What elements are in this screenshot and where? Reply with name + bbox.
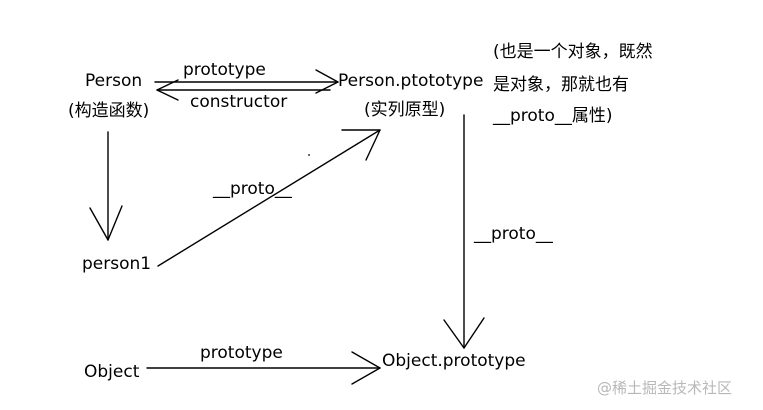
edge-label-prototype-bottom: prototype bbox=[200, 343, 283, 363]
arrow-constructor bbox=[156, 79, 331, 101]
note-line-1: (也是一个对象，既然 bbox=[493, 42, 653, 62]
arrow-prototype-bottom bbox=[146, 351, 381, 385]
node-person-prototype-subtitle: (实列原型) bbox=[364, 100, 446, 120]
watermark: @稀土掘金技术社区 bbox=[597, 379, 733, 397]
edge-label-constructor: constructor bbox=[190, 92, 288, 112]
stray-dot bbox=[308, 154, 310, 156]
node-person-prototype: Person.ptototype bbox=[338, 71, 484, 91]
arrow-person-to-person1 bbox=[89, 131, 123, 241]
note-line-2: 是对象，那就也有 bbox=[493, 75, 629, 95]
node-person-subtitle: (构造函数) bbox=[68, 101, 150, 121]
node-object-prototype: Object.prototype bbox=[382, 351, 526, 371]
edge-label-proto-vertical: __proto__ bbox=[474, 224, 553, 244]
note-line-3: __proto__属性) bbox=[493, 106, 613, 126]
edge-label-prototype-top: prototype bbox=[183, 60, 266, 80]
arrow-prototype-to-object-prototype bbox=[443, 114, 485, 349]
node-person: Person bbox=[85, 71, 143, 91]
edge-label-proto-person1: __proto__ bbox=[213, 179, 292, 199]
node-person1: person1 bbox=[82, 254, 152, 274]
arrow-person1-proto bbox=[157, 129, 381, 267]
node-object: Object bbox=[84, 362, 140, 382]
